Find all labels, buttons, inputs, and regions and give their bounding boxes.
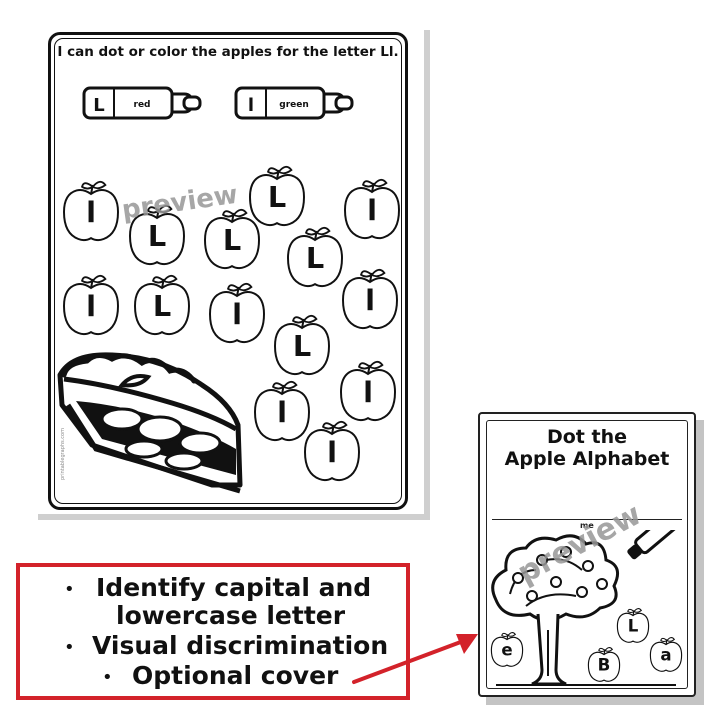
apple-letter: e (501, 641, 512, 660)
apple-letter: l (367, 193, 377, 227)
features-box: • Identify capital and lowercase letter … (16, 563, 410, 700)
cover-title-line1: Dot the (546, 426, 628, 448)
apple-letter: L (268, 180, 286, 214)
bullet-icon: • (64, 579, 75, 600)
apple-letter: L (153, 289, 171, 323)
apple-letter: L (628, 617, 639, 636)
bullet-icon: • (64, 637, 75, 658)
key-color-green: green (279, 100, 309, 110)
apple-icon: L (274, 314, 330, 376)
worksheet-title: I can dot or color the apples for the le… (57, 44, 399, 60)
cover-name-label: me (580, 521, 594, 530)
feature-text: lowercase letter (116, 601, 346, 630)
bullet-icon: • (102, 667, 113, 688)
apple-icon: l (342, 268, 398, 330)
apple-icon: L (249, 165, 305, 227)
apple-icon: L (134, 274, 190, 336)
cover-apple-icon: B (587, 647, 621, 682)
apple-icon: l (254, 380, 310, 442)
apple-letter: l (365, 283, 375, 317)
apple-letter: l (86, 289, 96, 323)
feature-text: Visual discrimination (92, 631, 389, 660)
apple-icon: l (63, 274, 119, 336)
apple-icon: L (204, 208, 260, 270)
apple-tree-icon (491, 530, 680, 686)
apple-letter: l (327, 435, 337, 469)
arrow-icon (352, 634, 478, 684)
apple-letter: a (660, 646, 671, 665)
apple-icon: l (304, 420, 360, 482)
apple-icon: L (129, 204, 185, 266)
apple-icon: l (209, 282, 265, 344)
apple-icon: l (63, 180, 119, 242)
apple-icon: l (344, 178, 400, 240)
apple-letter: l (86, 195, 96, 229)
worksheet-border-inner (54, 38, 402, 504)
apple-letter: l (277, 395, 287, 429)
feature-text: Optional cover (132, 661, 339, 690)
apple-letter: l (363, 375, 373, 409)
apple-letter: L (293, 329, 311, 363)
key-letter-capital: L (93, 95, 104, 116)
cover-apple-icon: a (649, 637, 683, 672)
cover-border-inner (486, 420, 688, 689)
cover-apple-icon: L (616, 608, 650, 643)
marker-key-red: L red (82, 86, 202, 120)
apple-letter: L (223, 223, 241, 257)
cover-title: Dot the Apple Alphabet (486, 426, 688, 470)
feature-item: • Visual discrimination (20, 631, 406, 661)
feature-item: lowercase letter (20, 601, 406, 631)
feature-item: • Identify capital and (20, 573, 406, 603)
cover-name-line (492, 519, 682, 520)
apple-letter: L (306, 241, 324, 275)
worksheet-border (48, 32, 408, 510)
apple-letter: B (598, 656, 611, 675)
pie-slice-icon (57, 352, 243, 494)
feature-text: Identify capital and (96, 573, 372, 602)
feature-item: • Optional cover (20, 661, 406, 691)
marker-key-green: l green (234, 86, 354, 120)
cover-apple-icon: e (490, 632, 524, 667)
apple-icon: L (287, 226, 343, 288)
key-color-red: red (134, 100, 151, 110)
key-letter-lowercase: l (248, 95, 254, 116)
apple-letter: L (148, 219, 166, 253)
apple-icon: l (340, 360, 396, 422)
cover-title-line2: Apple Alphabet (504, 448, 670, 470)
apple-letter: l (232, 297, 242, 331)
